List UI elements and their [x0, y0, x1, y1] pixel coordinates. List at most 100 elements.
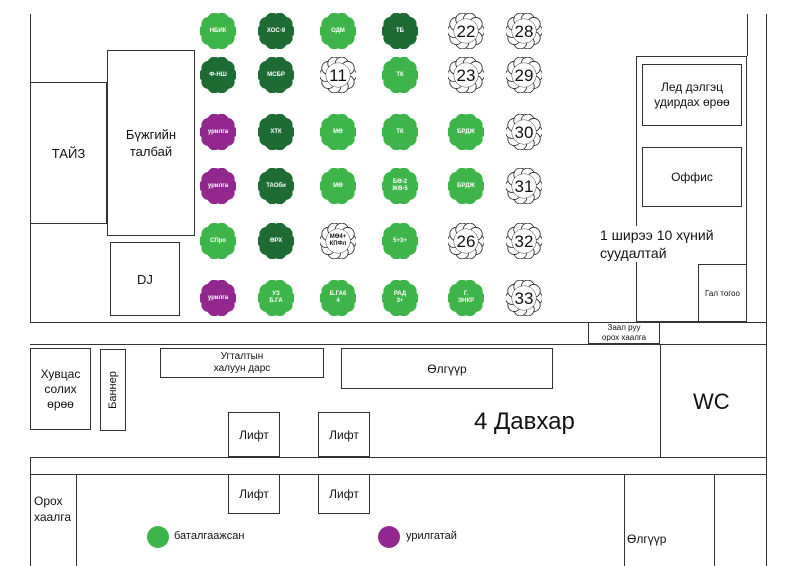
- table: 33: [506, 280, 542, 316]
- table-shape: [258, 223, 294, 259]
- welcome-drinks: Угталтын халуун дарс: [160, 348, 324, 378]
- table-label: ТБ: [396, 27, 404, 34]
- elevator-2: Лифт: [318, 412, 370, 457]
- table-shape: [258, 168, 294, 204]
- hall-entrance: Заал руу орох хаалга: [588, 322, 660, 344]
- floor-label: 4 Давхар: [474, 408, 575, 435]
- table: ТК: [382, 114, 418, 150]
- table-shape: [200, 57, 236, 93]
- elevator-1-label: Лифт: [239, 427, 269, 442]
- table-shape: [200, 114, 236, 150]
- counter-wall-left: [624, 474, 625, 566]
- elevator-3: Лифт: [228, 474, 280, 514]
- table-label: УЗ Б.ГА: [269, 291, 283, 304]
- table-shape: [320, 168, 356, 204]
- table-label: БРДЖ: [457, 182, 475, 189]
- table-shape: [506, 114, 542, 150]
- table-label: 23: [456, 65, 476, 85]
- kitchen-label: Гал тогоо: [705, 288, 740, 298]
- legend-confirmed-dot: [147, 526, 169, 548]
- table-shape: [448, 57, 484, 93]
- table-label: урилга: [207, 294, 229, 301]
- table-shape: [200, 168, 236, 204]
- table-shape: [506, 168, 542, 204]
- table: БРДЖ: [448, 168, 484, 204]
- office-label: Оффис: [671, 170, 713, 184]
- table-label: Г. ЭНКР: [457, 291, 475, 304]
- legend-confirmed-label: баталгаажсан: [174, 530, 245, 542]
- dj-booth: DJ: [110, 242, 180, 316]
- table-shape: [382, 114, 418, 150]
- table: 29: [506, 57, 542, 93]
- table: Ф-НШ: [200, 57, 236, 93]
- table: Г. ЭНКР: [448, 280, 484, 316]
- changing-room: Хувцас солих өрөө: [30, 348, 91, 430]
- table-capacity-note: 1 ширээ 10 хүний суудалтай: [600, 226, 714, 262]
- legend-invited-label: урилгатай: [406, 530, 457, 542]
- dj-label: DJ: [137, 271, 153, 287]
- table-shape: [200, 223, 236, 259]
- dance-floor: Бүжгийн талбай: [107, 50, 195, 236]
- elevator-4: Лифт: [318, 474, 370, 514]
- entrance-label: Орох хаалга: [34, 494, 72, 524]
- welcome-drinks-label: Угталтын халуун дарс: [213, 351, 271, 374]
- table-shape: [448, 223, 484, 259]
- wc: WC: [693, 389, 730, 414]
- table-label: 32: [514, 231, 534, 251]
- table-shape: [382, 223, 418, 259]
- table-shape: [382, 57, 418, 93]
- table-label: 30: [514, 122, 534, 142]
- table-shape: [320, 13, 356, 49]
- table: УЗ Б.ГА: [258, 280, 294, 316]
- table: ХТК: [258, 114, 294, 150]
- table-label: МӨ4+ КПФл: [329, 234, 347, 247]
- table-label: Ф-НШ: [209, 71, 227, 78]
- table-label: ТК: [396, 71, 404, 78]
- counter-wall-right: [714, 474, 715, 566]
- table: 26: [448, 223, 484, 259]
- table-label: урилга: [207, 182, 229, 189]
- table-label: ХТК: [270, 128, 282, 135]
- table-label: 11: [329, 65, 347, 85]
- stage-label: ТАЙЗ: [51, 145, 86, 161]
- table: урилга: [200, 114, 236, 150]
- table-shape: [320, 114, 356, 150]
- table-shape: [258, 280, 294, 316]
- cloakroom-top: Өлгүүр: [341, 348, 553, 389]
- table-label: 26: [456, 231, 476, 251]
- legend-invited-dot: [378, 526, 400, 548]
- corridor-line: [30, 344, 766, 345]
- table: МӨ4+ КПФл: [320, 223, 356, 259]
- table: 31: [506, 168, 542, 204]
- led-control-room: Лед дэлгэц удирдах өрөө: [642, 64, 742, 126]
- banner: Баннер: [100, 349, 126, 431]
- table: 23: [448, 57, 484, 93]
- outer-right-wall: [766, 14, 767, 566]
- table: БӨ-2 ЖӨ-5: [382, 168, 418, 204]
- table: ХОС-9: [258, 13, 294, 49]
- table: ОДМ: [320, 13, 356, 49]
- led-control-room-label: Лед дэлгэц удирдах өрөө: [654, 80, 730, 109]
- table-shape: [320, 57, 356, 93]
- table-label: СПро: [210, 237, 226, 244]
- table: ТАОби: [258, 168, 294, 204]
- hall-entrance-label: Заал руу орох хаалга: [601, 323, 647, 342]
- wc-left-wall: [660, 344, 661, 457]
- changing-room-label: Хувцас солих өрөө: [40, 366, 81, 411]
- banner-label: Баннер: [107, 371, 120, 409]
- table: БРДЖ: [448, 114, 484, 150]
- table: урилга: [200, 168, 236, 204]
- table-label: МӨ: [333, 182, 343, 189]
- table-shape: [258, 114, 294, 150]
- table-shape: [506, 57, 542, 93]
- led-room-outer: [636, 56, 747, 322]
- table-label: ТК: [396, 128, 404, 135]
- table-shape: [448, 168, 484, 204]
- table: 11: [320, 57, 356, 93]
- table-shape: [506, 280, 542, 316]
- table-label: НБИК: [209, 27, 227, 34]
- table: ӨРХ: [258, 223, 294, 259]
- hall-bottom-line: [30, 322, 766, 323]
- table-shape: [320, 280, 356, 316]
- table-shape: [320, 223, 356, 259]
